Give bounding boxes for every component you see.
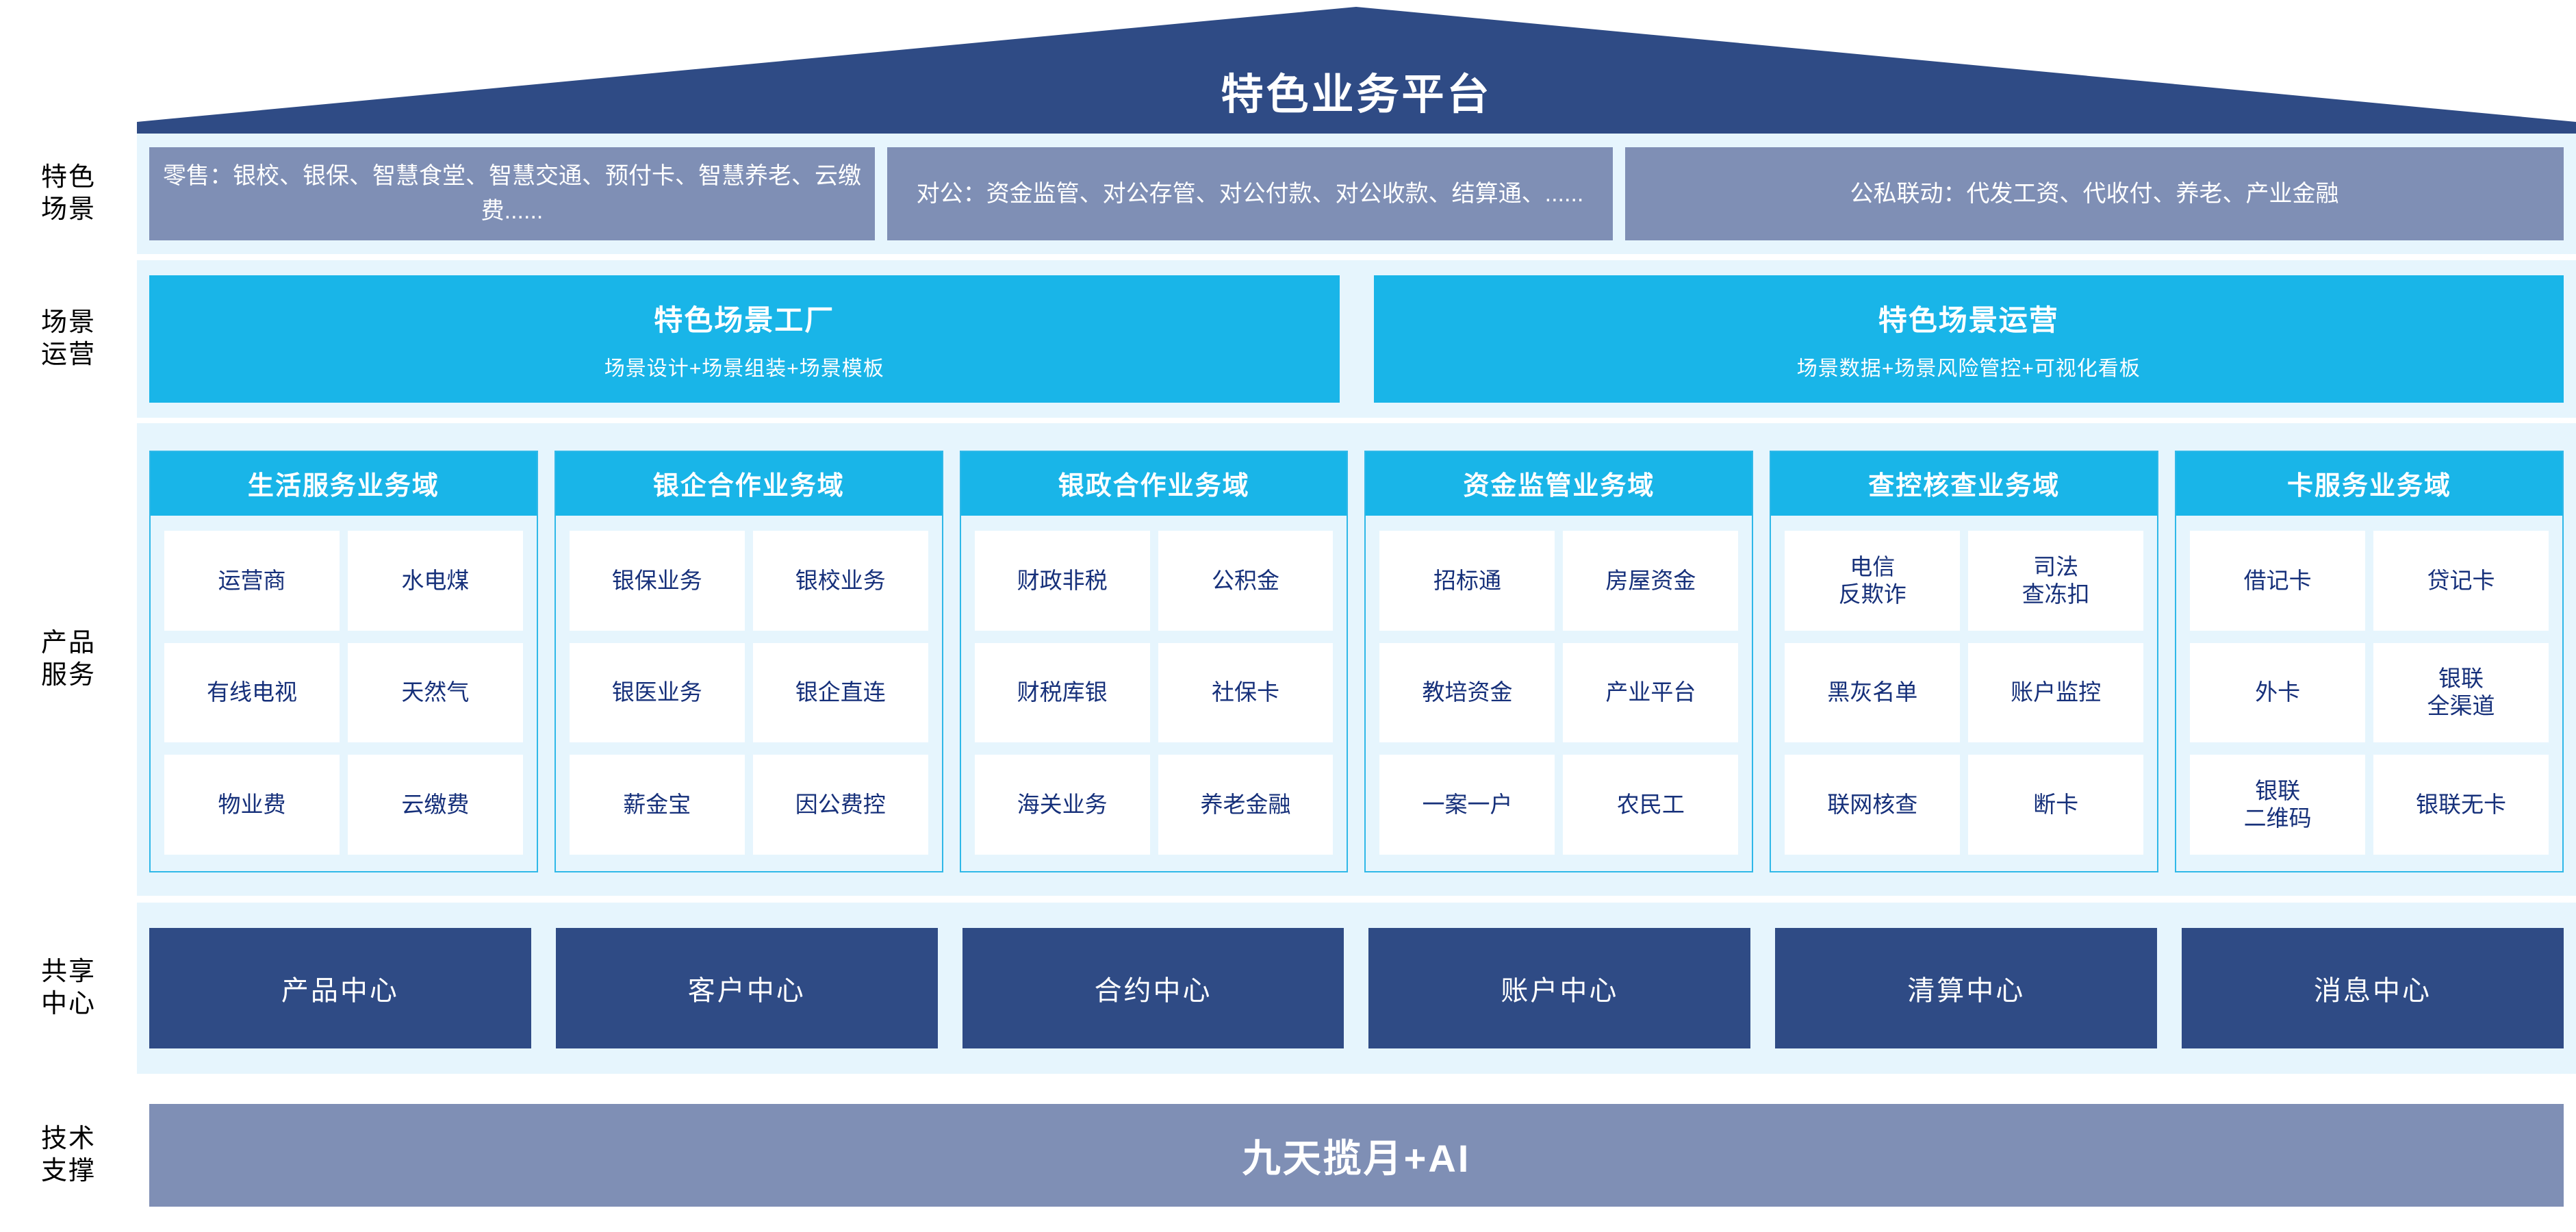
- row-label-tech-support: 技术 支撑: [0, 1090, 137, 1220]
- row-label-line-1: 产品: [40, 628, 96, 657]
- domain-cell[interactable]: 水电煤: [347, 531, 523, 631]
- operations-panel: 特色场景工厂 场景设计+场景组装+场景模板 特色场景运营 场景数据+场景风险管控…: [137, 260, 2576, 418]
- scene-box-public-private-linkage[interactable]: 公私联动：代发工资、代收付、养老、产业金融: [1625, 147, 2564, 240]
- ops-title: 特色场景运营: [1878, 303, 2059, 336]
- row-featured-scenes: 特色 场景 零售：银校、银保、智慧食堂、智慧交通、预付卡、智慧养老、云缴费...…: [0, 134, 2576, 254]
- row-label-line-1: 特色: [40, 162, 96, 192]
- roof-shape: [137, 7, 2576, 134]
- row-scene-operations: 场景 运营 特色场景工厂 场景设计+场景组装+场景模板 特色场景运营 场景数据+…: [0, 260, 2576, 418]
- domain-column-bank-government: 银政合作业务域 财政非税 公积金 财税库银 社保卡 海关业务 养老金融: [959, 451, 1349, 872]
- domain-cell[interactable]: 银保业务: [569, 531, 745, 631]
- domain-cell[interactable]: 养老金融: [1158, 755, 1334, 855]
- shared-center-settlement[interactable]: 清算中心: [1775, 928, 2158, 1048]
- domain-cell[interactable]: 黑灰名单: [1785, 642, 1961, 743]
- products-panel: 生活服务业务域 运营商 水电煤 有线电视 天然气 物业费 云缴费 银企合作业务域…: [137, 423, 2576, 896]
- scene-box-corporate[interactable]: 对公：资金监管、对公存管、对公付款、对公收款、结算通、......: [887, 147, 1613, 240]
- domain-header: 查控核查业务域: [1771, 452, 2158, 516]
- domain-cell[interactable]: 一案一户: [1379, 755, 1555, 855]
- domain-header: 卡服务业务域: [2176, 452, 2562, 516]
- domain-cell-grid: 招标通 房屋资金 教培资金 产业平台 一案一户 农民工: [1366, 516, 1752, 871]
- domain-cell[interactable]: 因公费控: [752, 755, 928, 855]
- row-label-product-services: 产品 服务: [0, 423, 137, 896]
- domain-cell[interactable]: 天然气: [347, 642, 523, 743]
- domain-column-investigation-control: 查控核查业务域 电信 反欺诈 司法 查冻扣 黑灰名单 账户监控 联网核查 断卡: [1770, 451, 2159, 872]
- domain-cell[interactable]: 社保卡: [1158, 642, 1334, 743]
- domain-cell[interactable]: 司法 查冻扣: [1968, 531, 2144, 631]
- domain-cell[interactable]: 房屋资金: [1563, 531, 1739, 631]
- row-label-line-2: 中心: [40, 990, 96, 1018]
- domain-cell-grid: 运营商 水电煤 有线电视 天然气 物业费 云缴费: [151, 516, 537, 871]
- domain-cell[interactable]: 产业平台: [1563, 642, 1739, 743]
- domain-header: 银企合作业务域: [555, 452, 942, 516]
- row-label-line-2: 支撑: [40, 1157, 96, 1185]
- shared-center-account[interactable]: 账户中心: [1368, 928, 1751, 1048]
- domain-cell[interactable]: 断卡: [1968, 755, 2144, 855]
- domain-cell[interactable]: 薪金宝: [569, 755, 745, 855]
- domain-cell-grid: 借记卡 贷记卡 外卡 银联 全渠道 银联 二维码 银联无卡: [2176, 516, 2562, 871]
- domain-cell[interactable]: 农民工: [1563, 755, 1739, 855]
- shared-center-contract[interactable]: 合约中心: [962, 928, 1344, 1048]
- shared-center-product[interactable]: 产品中心: [149, 928, 531, 1048]
- domain-cell[interactable]: 贷记卡: [2373, 531, 2549, 631]
- shared-centers-panel: 产品中心 客户中心 合约中心 账户中心 清算中心 消息中心: [137, 903, 2576, 1074]
- domain-cell[interactable]: 运营商: [164, 531, 340, 631]
- row-label-featured-scenes: 特色 场景: [0, 134, 137, 254]
- domain-cell[interactable]: 电信 反欺诈: [1785, 531, 1961, 631]
- domain-cell[interactable]: 云缴费: [347, 755, 523, 855]
- domain-cell[interactable]: 物业费: [164, 755, 340, 855]
- row-label-line-1: 共享: [40, 957, 96, 986]
- domain-cell-grid: 银保业务 银校业务 银医业务 银企直连 薪金宝 因公费控: [556, 516, 942, 871]
- row-label-line-2: 服务: [40, 661, 96, 690]
- row-label-shared-centers: 共享 中心: [0, 903, 137, 1074]
- row-product-services: 产品 服务 生活服务业务域 运营商 水电煤 有线电视 天然气 物业费 云缴费 银…: [0, 423, 2576, 896]
- domain-cell[interactable]: 财税库银: [974, 642, 1150, 743]
- row-label-line-2: 运营: [40, 340, 96, 369]
- domain-cell[interactable]: 招标通: [1379, 531, 1555, 631]
- domain-cell[interactable]: 银校业务: [752, 531, 928, 631]
- row-label-line-2: 场景: [40, 195, 96, 224]
- ops-subtitle: 场景数据+场景风险管控+可视化看板: [1796, 357, 2141, 380]
- ops-title: 特色场景工厂: [654, 303, 835, 336]
- domain-cell[interactable]: 借记卡: [2190, 531, 2366, 631]
- domain-header: 银政合作业务域: [960, 452, 1347, 516]
- domain-cell-grid: 电信 反欺诈 司法 查冻扣 黑灰名单 账户监控 联网核查 断卡: [1771, 516, 2157, 871]
- scenes-panel: 零售：银校、银保、智慧食堂、智慧交通、预付卡、智慧养老、云缴费...... 对公…: [137, 134, 2576, 254]
- row-shared-centers: 共享 中心 产品中心 客户中心 合约中心 账户中心 清算中心 消息中心: [0, 903, 2576, 1074]
- row-label-line-1: 场景: [40, 307, 96, 337]
- row-label-line-1: 技术: [40, 1124, 96, 1153]
- ops-box-scene-operation[interactable]: 特色场景运营 场景数据+场景风险管控+可视化看板: [1373, 275, 2564, 403]
- row-label-scene-operations: 场景 运营: [0, 260, 137, 418]
- tech-support-panel: 九天揽月+AI: [137, 1090, 2576, 1220]
- domain-cell[interactable]: 银联无卡: [2373, 755, 2549, 855]
- platform-roof-banner: 特色业务平台: [137, 7, 2576, 134]
- domain-cell[interactable]: 海关业务: [974, 755, 1150, 855]
- shared-center-message[interactable]: 消息中心: [2182, 928, 2564, 1048]
- domain-column-bank-enterprise: 银企合作业务域 银保业务 银校业务 银医业务 银企直连 薪金宝 因公费控: [554, 451, 943, 872]
- ops-subtitle: 场景设计+场景组装+场景模板: [604, 357, 884, 380]
- domain-header: 资金监管业务域: [1366, 452, 1752, 516]
- domain-cell[interactable]: 公积金: [1158, 531, 1334, 631]
- domain-cell[interactable]: 账户监控: [1968, 642, 2144, 743]
- domain-cell[interactable]: 教培资金: [1379, 642, 1555, 743]
- row-tech-support: 技术 支撑 九天揽月+AI: [0, 1090, 2576, 1220]
- shared-center-customer[interactable]: 客户中心: [555, 928, 938, 1048]
- domain-column-fund-supervision: 资金监管业务域 招标通 房屋资金 教培资金 产业平台 一案一户 农民工: [1364, 451, 1754, 872]
- domain-cell[interactable]: 银企直连: [752, 642, 928, 743]
- tech-support-bar[interactable]: 九天揽月+AI: [149, 1104, 2564, 1207]
- domain-column-card-service: 卡服务业务域 借记卡 贷记卡 外卡 银联 全渠道 银联 二维码 银联无卡: [2175, 451, 2564, 872]
- domain-header: 生活服务业务域: [151, 452, 537, 516]
- domain-cell[interactable]: 银医业务: [569, 642, 745, 743]
- domain-cell[interactable]: 财政非税: [974, 531, 1150, 631]
- ops-box-scene-factory[interactable]: 特色场景工厂 场景设计+场景组装+场景模板: [149, 275, 1340, 403]
- domain-cell[interactable]: 银联 二维码: [2190, 755, 2366, 855]
- domain-cell[interactable]: 有线电视: [164, 642, 340, 743]
- domain-cell[interactable]: 联网核查: [1785, 755, 1961, 855]
- domain-column-life-service: 生活服务业务域 运营商 水电煤 有线电视 天然气 物业费 云缴费: [149, 451, 538, 872]
- domain-cell[interactable]: 外卡: [2190, 642, 2366, 743]
- page-title: 特色业务平台: [1221, 71, 1492, 118]
- scene-box-retail[interactable]: 零售：银校、银保、智慧食堂、智慧交通、预付卡、智慧养老、云缴费......: [149, 147, 875, 240]
- domain-cell-grid: 财政非税 公积金 财税库银 社保卡 海关业务 养老金融: [961, 516, 1347, 871]
- domain-cell[interactable]: 银联 全渠道: [2373, 642, 2549, 743]
